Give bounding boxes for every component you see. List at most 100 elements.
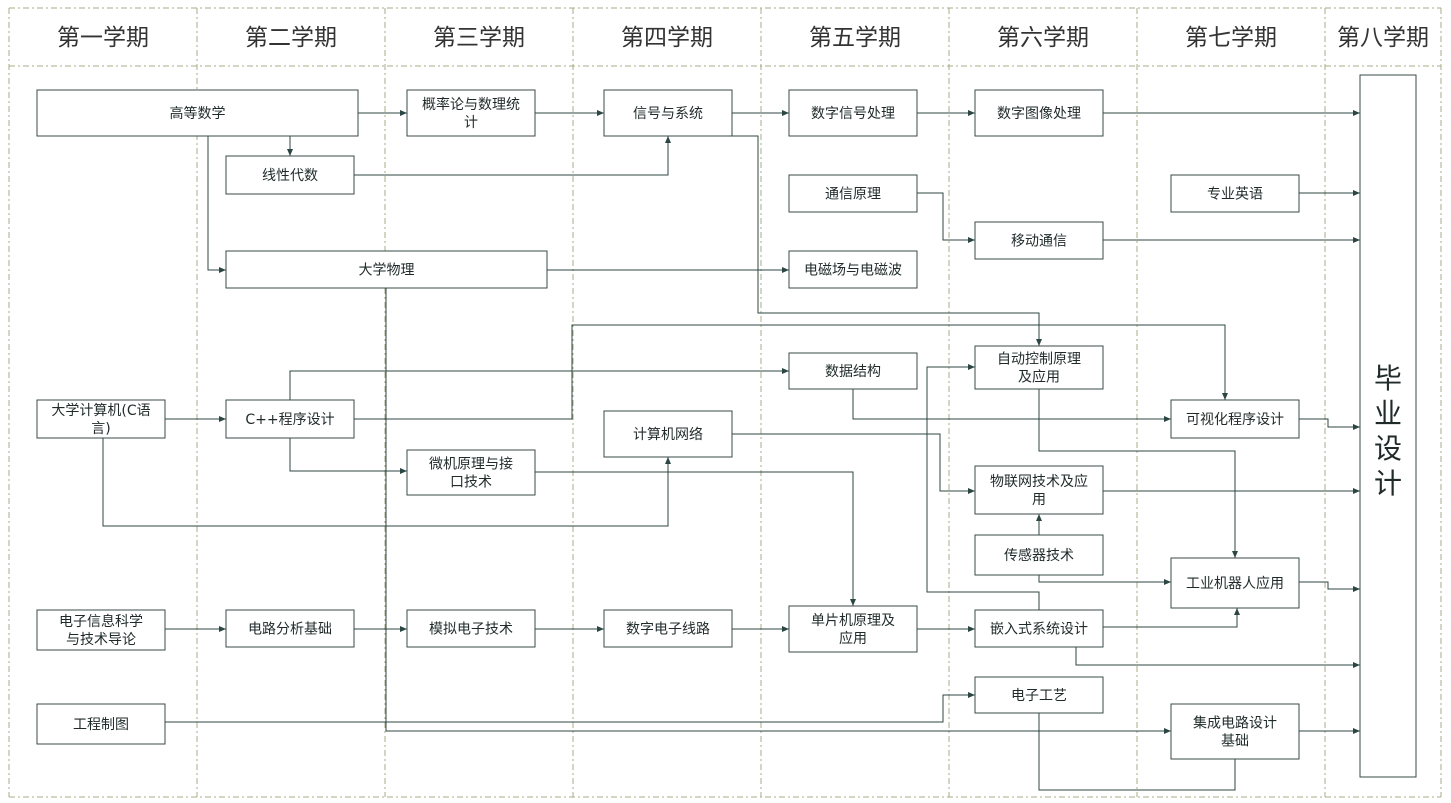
edge-arrowhead: [665, 457, 671, 464]
course-label: 电磁场与电磁波: [804, 263, 902, 279]
course-label: C++程序设计: [245, 412, 334, 428]
edge-arrowhead: [782, 267, 789, 273]
course-label: 与技术导论: [66, 632, 136, 648]
course-label: 用: [1032, 492, 1046, 508]
course-label: 嵌入式系统设计: [990, 622, 1088, 638]
edge-arrowhead: [1164, 728, 1171, 734]
course-label: 单片机原理及: [811, 613, 895, 629]
graduation-design-label: 计: [1374, 467, 1402, 500]
course-label: 信号与系统: [633, 106, 703, 122]
prerequisite-edge: [1038, 575, 1171, 583]
course-node-shuzidianzi[interactable]: 数字电子线路: [603, 609, 733, 648]
course-node-shuju[interactable]: 数据结构: [788, 352, 918, 390]
course-node-zhitu[interactable]: 工程制图: [36, 703, 166, 745]
course-node-wuli[interactable]: 大学物理: [225, 250, 548, 289]
graduation-design-label: 设: [1374, 432, 1402, 465]
course-node-tuxiang[interactable]: 数字图像处理: [974, 89, 1104, 137]
prerequisite-edge: [289, 438, 407, 472]
course-node-keshihua[interactable]: 可视化程序设计: [1170, 399, 1300, 439]
course-label: 模拟电子技术: [429, 622, 513, 638]
course-label: 可视化程序设计: [1186, 412, 1284, 428]
course-label: 传感器技术: [1004, 547, 1074, 564]
course-node-gongyi[interactable]: 电子工艺: [974, 676, 1104, 714]
course-label: 物联网技术及应: [990, 473, 1088, 490]
course-label: 专业英语: [1207, 186, 1263, 203]
edge-arrowhead: [1353, 110, 1360, 116]
edge-arrowhead: [400, 468, 407, 474]
course-node-cyuyan[interactable]: 大学计算机(C语言): [36, 399, 166, 439]
course-node-wangluo[interactable]: 计算机网络: [603, 410, 733, 458]
semester-header: 第四学期: [621, 25, 713, 51]
edge-arrowhead: [1164, 416, 1171, 422]
course-label: 通信原理: [825, 187, 881, 203]
course-node-chuanganqi[interactable]: 传感器技术: [974, 534, 1104, 576]
course-node-xianxing[interactable]: 线性代数: [225, 155, 355, 195]
course-label: 概率论与数理统: [422, 96, 520, 113]
course-label: 基础: [1221, 733, 1249, 750]
edge-arrowhead: [782, 626, 789, 632]
semester-headers: 第一学期第二学期第三学期第四学期第五学期第六学期第七学期第八学期: [57, 25, 1429, 51]
graduation-design-frame[interactable]: [1359, 74, 1417, 778]
edge-arrowhead: [968, 626, 975, 632]
graduation-design-label: 业: [1374, 397, 1402, 430]
course-node-yingyu[interactable]: 专业英语: [1170, 174, 1300, 213]
course-label: 自动控制原理: [997, 352, 1081, 368]
prerequisite-edge: [1075, 647, 1360, 666]
edge-arrowhead: [1353, 424, 1360, 430]
course-label: 工程制图: [73, 717, 129, 733]
course-node-gaodeng[interactable]: 高等数学: [36, 89, 359, 137]
edge-arrowhead: [1232, 551, 1238, 558]
course-node-yidong[interactable]: 移动通信: [974, 221, 1104, 260]
edge-arrowhead: [1222, 393, 1228, 400]
edge-arrowhead: [968, 364, 975, 370]
course-label: 线性代数: [262, 168, 318, 184]
course-label: 数字图像处理: [997, 106, 1081, 122]
course-node-cpp[interactable]: C++程序设计: [225, 399, 355, 439]
course-label: 集成电路设计: [1193, 715, 1277, 732]
edge-arrowhead: [1164, 579, 1171, 585]
course-node-moni[interactable]: 模拟电子技术: [406, 609, 536, 648]
course-label: 高等数学: [170, 105, 226, 122]
prerequisite-edge: [207, 136, 226, 271]
edge-arrowhead: [1353, 586, 1360, 592]
course-node-shuzixinhao[interactable]: 数字信号处理: [788, 89, 918, 137]
course-node-dianci[interactable]: 电磁场与电磁波: [788, 250, 918, 289]
edge-arrowhead: [287, 149, 293, 156]
prerequisite-edge: [1299, 418, 1360, 428]
edge-arrowhead: [850, 599, 856, 606]
course-label: 工业机器人应用: [1186, 575, 1284, 592]
course-node-tongxin[interactable]: 通信原理: [788, 174, 918, 213]
course-label: 数字信号处理: [811, 106, 895, 122]
course-label: 电子信息科学: [59, 613, 143, 630]
prerequisite-edge: [354, 136, 669, 176]
course-label: 大学物理: [359, 263, 415, 279]
course-node-xinhao[interactable]: 信号与系统: [603, 89, 733, 137]
semester-header: 第七学期: [1185, 25, 1277, 51]
semester-header: 第六学期: [997, 25, 1089, 51]
semester-grid: [8, 7, 1442, 798]
course-label: 计: [464, 115, 478, 131]
course-node-dianlu[interactable]: 电路分析基础: [225, 609, 355, 648]
prerequisite-edge: [1038, 389, 1236, 558]
course-node-jiqiren[interactable]: 工业机器人应用: [1170, 557, 1300, 609]
edge-arrowhead: [1353, 728, 1360, 734]
prerequisite-edge: [852, 389, 1171, 420]
edge-arrowhead: [968, 692, 975, 698]
course-label: 数字电子线路: [626, 622, 710, 638]
course-label: 移动通信: [1011, 234, 1067, 250]
edge-arrowhead: [219, 267, 226, 273]
edge-arrowhead: [219, 626, 226, 632]
edge-arrowhead: [968, 110, 975, 116]
edge-arrowhead: [782, 110, 789, 116]
edge-arrowhead: [1036, 339, 1042, 346]
prerequisite-edge: [732, 135, 1040, 346]
course-node-qianrushi[interactable]: 嵌入式系统设计: [974, 609, 1104, 648]
